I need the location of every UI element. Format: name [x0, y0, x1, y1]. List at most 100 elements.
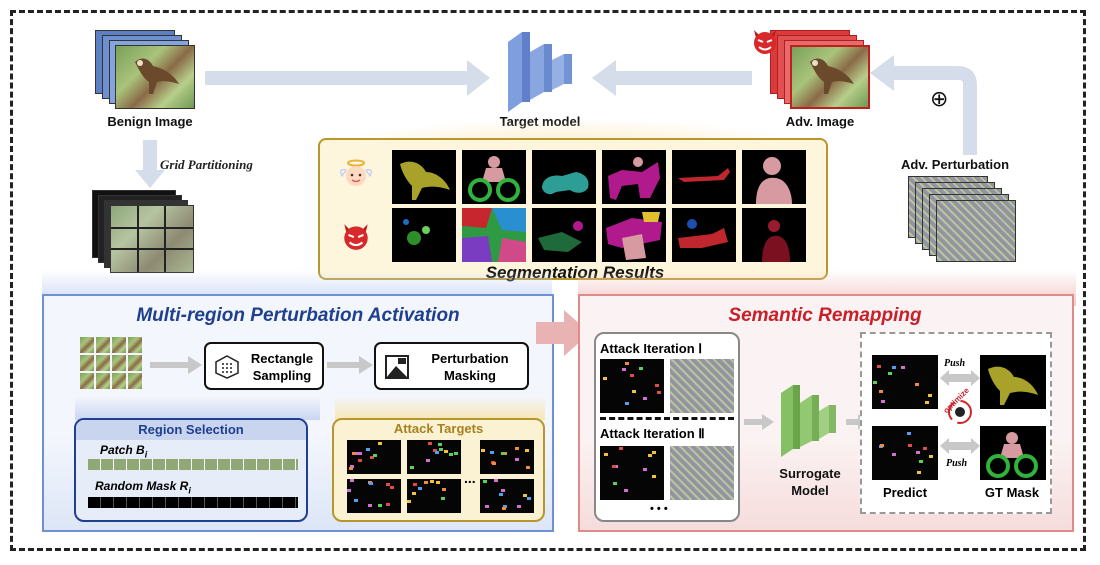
benign-image-stack [95, 30, 195, 109]
patch-dot [430, 480, 434, 483]
patch-dot [444, 450, 448, 453]
patch-dot [923, 447, 927, 450]
arrow-perturbation-to-adv [870, 55, 977, 155]
patch-dot [892, 366, 896, 369]
target-tile [407, 440, 461, 474]
cube-icon [215, 355, 239, 379]
seg-clean-horse [602, 150, 666, 204]
patch-dot [494, 479, 498, 482]
seg-clean-bike [462, 150, 526, 204]
attack-targets-glow [335, 396, 545, 420]
patch-dot [643, 468, 647, 471]
patch-dot [880, 444, 884, 447]
patch-dot [441, 497, 445, 500]
patch-dot [483, 480, 487, 483]
attack-targets-label: Attack Targets [393, 421, 484, 436]
patch-dot [648, 454, 652, 457]
region-selection-header [76, 420, 306, 440]
surrogate-line1: Surrogate [779, 466, 841, 481]
patch-dot [368, 504, 372, 507]
target-tile [347, 479, 401, 513]
benign-image-label: Benign Image [107, 114, 193, 129]
patch-dot [358, 452, 362, 455]
patch-dot [369, 482, 373, 485]
mask-label-text: Random Mask R [95, 479, 189, 493]
perturbation-masking-line2: Masking [443, 368, 496, 383]
target-tile [480, 479, 534, 513]
patch-dot [603, 377, 607, 380]
patch-dot [454, 452, 458, 455]
target-ellipsis: ... [464, 470, 476, 486]
patch-dot [490, 451, 494, 454]
patch-dot [655, 384, 659, 387]
arrow-sampling-to-masking [327, 356, 373, 374]
patch-dot [349, 467, 353, 470]
patch-dot [438, 443, 442, 446]
seg-clean-plane [672, 150, 736, 204]
attack-iteration-1-label: Attack Iteration Ⅰ [600, 341, 703, 356]
patch-dot [515, 447, 519, 450]
patch-dot [412, 492, 416, 495]
devil-icon [344, 224, 368, 250]
patch-dot [439, 448, 443, 451]
devil-icon [754, 30, 776, 54]
patch-dot [873, 381, 877, 384]
arrow-benign-to-target [205, 60, 490, 96]
patch-dot [435, 451, 439, 454]
patch-dot [386, 503, 390, 506]
iteration-2-perturbation [670, 446, 734, 500]
patch-dot [502, 507, 506, 510]
predict-bottom [872, 426, 938, 480]
patch-dot [515, 458, 519, 461]
seg-clean-bird [392, 150, 456, 204]
seg-adv-6 [742, 208, 806, 262]
iteration-2-mask [600, 446, 664, 500]
patch-dot [928, 394, 932, 397]
patch-dot [390, 486, 394, 489]
mask-strip [88, 497, 298, 508]
patch-dot [527, 497, 531, 500]
patch-dot [517, 505, 521, 508]
patch-dot [418, 487, 422, 490]
grid-partitioning-label: Grid Partitioning [160, 157, 253, 172]
patch-dot [501, 489, 505, 492]
patch-dot [449, 453, 453, 456]
patch-dot [614, 465, 618, 468]
arrow-grid-to-sampling [150, 356, 202, 374]
patch-dot [373, 454, 377, 457]
seg-clean-person [742, 150, 806, 204]
target-tile [480, 440, 534, 474]
push-top-arrow [940, 370, 980, 386]
patch-dot [622, 368, 626, 371]
patch-dot [888, 372, 892, 375]
image-mask-icon [385, 355, 409, 379]
patch-dot [919, 460, 923, 463]
patch-dot [657, 391, 661, 394]
patch-dot [879, 390, 883, 393]
patch-dot [612, 465, 616, 468]
target-tile [407, 479, 461, 513]
patch-dot [526, 466, 530, 469]
angel-icon [340, 159, 372, 186]
push-bottom-label: Push [946, 458, 968, 469]
outer-dashed-frame [10, 10, 1086, 551]
rectangle-sampling-line1: Rectangle [250, 351, 314, 366]
patch-dot [625, 362, 629, 365]
patch-label-sub: i [144, 449, 148, 460]
predict-label: Predict [882, 485, 928, 500]
patch-dot [639, 367, 643, 370]
surrogate-model-icon [781, 385, 836, 457]
patch-dot [350, 479, 354, 482]
patch-dot [892, 453, 896, 456]
iteration-dots: • • • [650, 503, 668, 515]
seg-adv-3 [532, 208, 596, 262]
patch-dot [877, 365, 881, 368]
patch-dot [407, 500, 411, 503]
predict-top [872, 355, 938, 409]
multi-region-title: Multi-region Perturbation Activation [136, 305, 460, 326]
patch-dot [428, 442, 432, 445]
iteration-1-mask [600, 359, 664, 413]
semantic-remapping-title: Semantic Remapping [728, 305, 922, 326]
patch-dot [652, 451, 656, 454]
seg-adv-4 [602, 208, 666, 262]
